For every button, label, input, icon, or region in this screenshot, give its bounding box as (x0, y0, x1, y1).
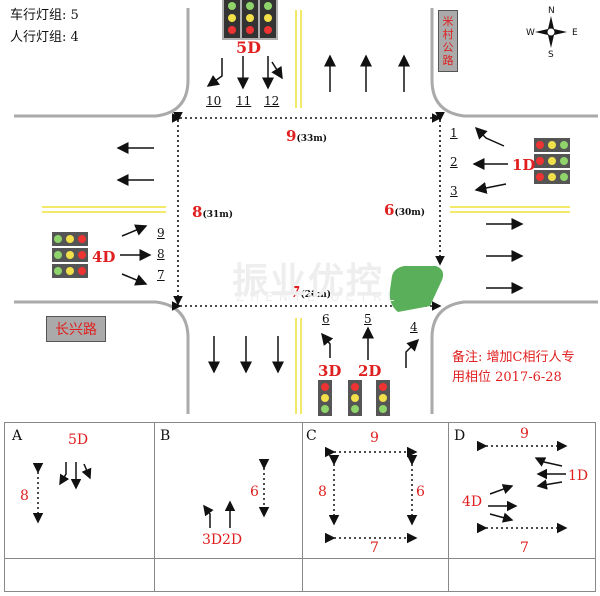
west-lane-arrows (120, 224, 152, 286)
note: 备注: 增加C相行人专 用相位 2017-6-28 (452, 350, 575, 385)
phase-d-label-1d: 1D (568, 468, 589, 484)
phase-a-label-5d: 5D (68, 432, 89, 448)
signal-head-east (534, 138, 572, 190)
lane-number: 9 (157, 226, 165, 240)
divider (154, 422, 155, 592)
phase-b-label-6: 6 (250, 484, 259, 500)
east-lane-arrows (472, 126, 508, 194)
road-name-east-west: 长兴路 (46, 316, 106, 342)
signal-head-west (52, 232, 90, 284)
traffic-light-icon (52, 232, 88, 278)
vehicle-signal-count: 车行灯组: 5 (10, 8, 79, 23)
signal-label-west: 4D (92, 248, 116, 266)
signal-head-south-right (348, 380, 392, 420)
phase-a-label-8: 8 (20, 488, 29, 504)
phase-c-label-6: 6 (416, 484, 425, 500)
compass-icon (535, 16, 567, 48)
signal-head-north (222, 0, 278, 40)
phase-table (4, 422, 596, 592)
signal-label-south-right: 2D (358, 362, 382, 380)
pedestrian-signal-count: 人行灯组: 4 (10, 30, 79, 45)
lane-number: 1 (450, 126, 458, 140)
west-exit-arrows (116, 142, 154, 186)
lane-number: 7 (157, 268, 165, 282)
east-exit-arrows (486, 218, 524, 294)
phase-b-label-2d: 2D (222, 532, 243, 548)
phase-d-label-4d: 4D (462, 494, 483, 510)
signal-head-south-left (318, 380, 332, 420)
phase-letter-c: C (306, 428, 317, 444)
phase-c-label-8: 8 (318, 484, 327, 500)
traffic-light-icon (348, 380, 390, 416)
watermark: 振业优控 (232, 261, 385, 302)
phase-letter-a: A (12, 428, 23, 444)
lane-number: 11 (236, 94, 252, 108)
lane-number: 5 (364, 312, 372, 326)
lane-number: 4 (410, 320, 418, 334)
divider (4, 558, 596, 559)
crosswalk-label-7: 7(20m) (290, 283, 332, 301)
traffic-light-icon (534, 138, 570, 184)
watermark-sub: ZHENYE UCTRL (236, 290, 401, 304)
phase-d-label-7: 7 (520, 540, 529, 556)
lane-number: 10 (206, 94, 222, 108)
phase-d-diagram (477, 440, 568, 534)
south-exit-arrows (208, 336, 284, 374)
phase-d-label-9: 9 (520, 426, 529, 442)
phase-letter-b: B (160, 428, 171, 444)
phase-b-label-3d: 3D (202, 532, 223, 548)
signal-label-north: 5D (236, 38, 262, 57)
traffic-light-icon (224, 0, 276, 38)
divider (302, 422, 303, 592)
phase-b-diagram (203, 459, 270, 528)
intersection-diagram (14, 8, 598, 414)
compass-w: W (526, 28, 535, 38)
phase-c-diagram (325, 446, 418, 544)
phase-c-label-7: 7 (370, 540, 379, 556)
lane-number: 8 (157, 247, 165, 261)
lane-number: 12 (264, 94, 280, 108)
divider (448, 422, 449, 592)
compass-e: E (572, 28, 578, 38)
ped-light-icon (318, 380, 332, 416)
south-lane-arrows (321, 326, 420, 368)
phase-diagrams (32, 440, 568, 544)
signal-label-south-left: 3D (318, 362, 342, 380)
lane-number: 3 (450, 184, 458, 198)
north-lane-arrows (206, 56, 283, 90)
crosswalk-label-8: 8(31m) (192, 203, 234, 221)
center-lines (42, 10, 570, 414)
road-curbs (14, 8, 598, 414)
lane-number: 2 (450, 155, 458, 169)
phase-a-diagram (32, 462, 92, 524)
phase-letter-d: D (454, 428, 466, 444)
road-name-north-south: 米村公路 (438, 10, 458, 72)
compass-s: S (548, 50, 554, 60)
lane-number: 6 (322, 312, 330, 326)
phase-c-label-9: 9 (370, 430, 379, 446)
compass-n: N (548, 6, 555, 16)
crosswalk-label-9: 9(33m) (286, 127, 328, 145)
crosswalk-label-6: 6(30m) (384, 201, 426, 219)
north-exit-arrows (324, 54, 410, 92)
signal-label-east: 1D (512, 156, 536, 174)
traffic-island (389, 266, 444, 312)
